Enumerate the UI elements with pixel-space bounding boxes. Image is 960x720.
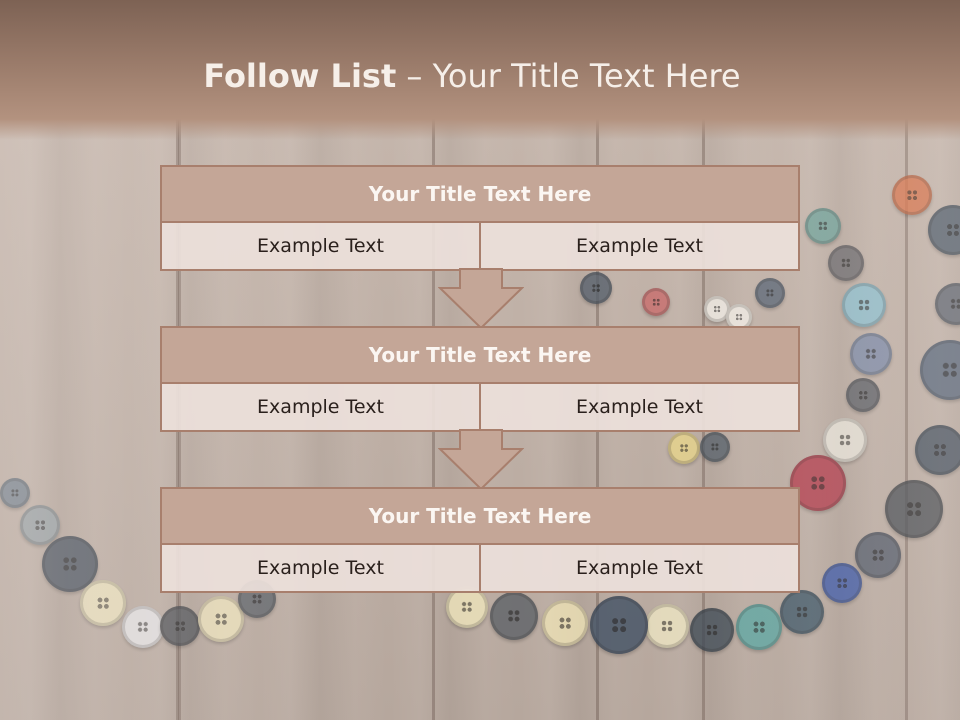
sewing-button-icon <box>20 505 60 545</box>
sewing-button-icon <box>822 563 862 603</box>
sewing-button-icon <box>0 478 30 508</box>
sewing-button-icon <box>736 604 782 650</box>
step-text-right[interactable]: Example Text <box>479 221 800 271</box>
step-text-left[interactable]: Example Text <box>160 221 481 271</box>
step-text-right[interactable]: Example Text <box>479 382 800 432</box>
sewing-button-icon <box>542 600 588 646</box>
step-block-3: Your Title Text Here Example Text Exampl… <box>160 487 800 593</box>
sewing-button-icon <box>645 604 689 648</box>
sewing-button-icon <box>668 432 700 464</box>
down-arrow-icon <box>438 429 524 491</box>
slide-title-bold: Follow List <box>203 57 397 95</box>
sewing-button-icon <box>726 304 752 330</box>
sewing-button-icon <box>590 596 648 654</box>
sewing-button-icon <box>828 245 864 281</box>
step-block-1: Your Title Text Here Example Text Exampl… <box>160 165 800 271</box>
sewing-button-icon <box>700 432 730 462</box>
sewing-button-icon <box>490 592 538 640</box>
sewing-button-icon <box>755 278 785 308</box>
sewing-button-icon <box>42 536 98 592</box>
sewing-button-icon <box>915 425 960 475</box>
sewing-button-icon <box>642 288 670 316</box>
sewing-button-icon <box>885 480 943 538</box>
sewing-button-icon <box>842 283 886 327</box>
slide-title: Follow List – Your Title Text Here <box>0 54 944 98</box>
sewing-button-icon <box>580 272 612 304</box>
sewing-button-icon <box>920 340 960 400</box>
sewing-button-icon <box>80 580 126 626</box>
sewing-button-icon <box>780 590 824 634</box>
wood-plank-seam <box>905 0 908 720</box>
sewing-button-icon <box>823 418 867 462</box>
title-banner <box>0 0 960 140</box>
sewing-button-icon <box>198 596 244 642</box>
step-text-left[interactable]: Example Text <box>160 543 481 593</box>
sewing-button-icon <box>122 606 164 648</box>
step-title[interactable]: Your Title Text Here <box>160 165 800 223</box>
step-text-right[interactable]: Example Text <box>479 543 800 593</box>
slide-title-rest: – Your Title Text Here <box>396 57 741 95</box>
step-text-left[interactable]: Example Text <box>160 382 481 432</box>
sewing-button-icon <box>855 532 901 578</box>
step-block-2: Your Title Text Here Example Text Exampl… <box>160 326 800 432</box>
sewing-button-icon <box>160 606 200 646</box>
sewing-button-icon <box>846 378 880 412</box>
sewing-button-icon <box>805 208 841 244</box>
step-title[interactable]: Your Title Text Here <box>160 487 800 545</box>
sewing-button-icon <box>892 175 932 215</box>
sewing-button-icon <box>850 333 892 375</box>
step-title[interactable]: Your Title Text Here <box>160 326 800 384</box>
sewing-button-icon <box>690 608 734 652</box>
down-arrow-icon <box>438 268 524 330</box>
sewing-button-icon <box>446 586 488 628</box>
